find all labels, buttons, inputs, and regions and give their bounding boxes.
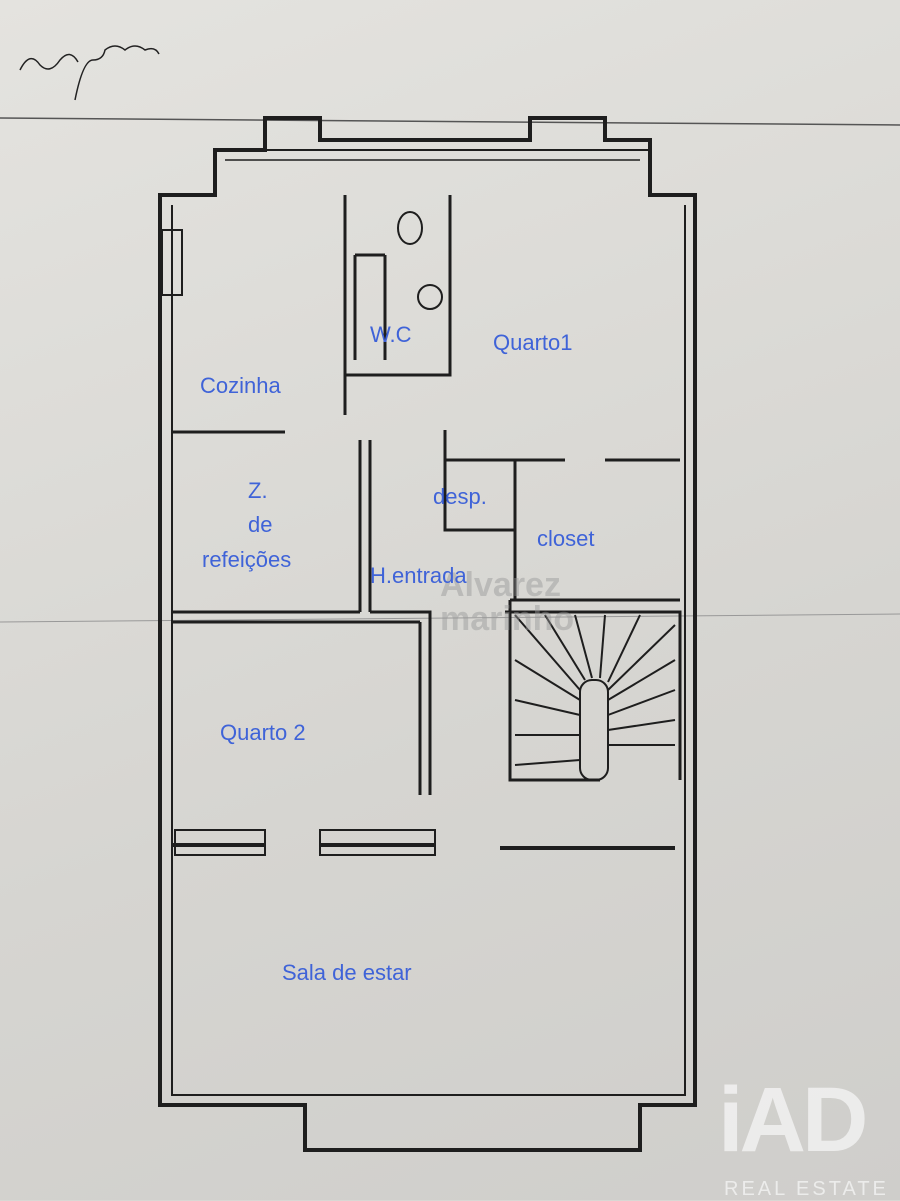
paper-fold-line <box>0 613 900 623</box>
room-label-dining-1: Z. <box>248 478 268 503</box>
room-label-dining-3: refeições <box>202 547 292 572</box>
toilet-icon <box>397 211 423 245</box>
agency-watermark-line2: marinho <box>440 600 575 638</box>
room-label-kitchen: Cozinha <box>200 373 281 398</box>
interior-walls <box>172 195 682 850</box>
handwriting-scribble <box>19 45 160 101</box>
bidet-icon <box>417 284 443 310</box>
paper-fold-line <box>0 117 900 126</box>
room-label-entrance-hall: H.entrada <box>370 563 467 588</box>
brand-watermark: iAD <box>718 1069 868 1171</box>
wc-fixtures <box>397 211 443 310</box>
room-label-closet: closet <box>537 526 595 551</box>
room-label-living-room: Sala de estar <box>282 960 412 985</box>
room-label-wc: W.C <box>370 322 412 347</box>
windows <box>161 229 436 856</box>
room-label-dining-2: de <box>248 512 273 537</box>
room-label-bedroom2: Quarto 2 <box>220 720 306 745</box>
brand-watermark-sub: REAL ESTATE <box>724 1178 889 1200</box>
staircase <box>514 614 676 781</box>
room-label-bedroom1: Quarto1 <box>493 330 573 355</box>
room-label-storage: desp. <box>433 484 487 509</box>
agency-watermark-line1: Alvarez <box>440 566 561 604</box>
outer-walls <box>158 116 697 1152</box>
